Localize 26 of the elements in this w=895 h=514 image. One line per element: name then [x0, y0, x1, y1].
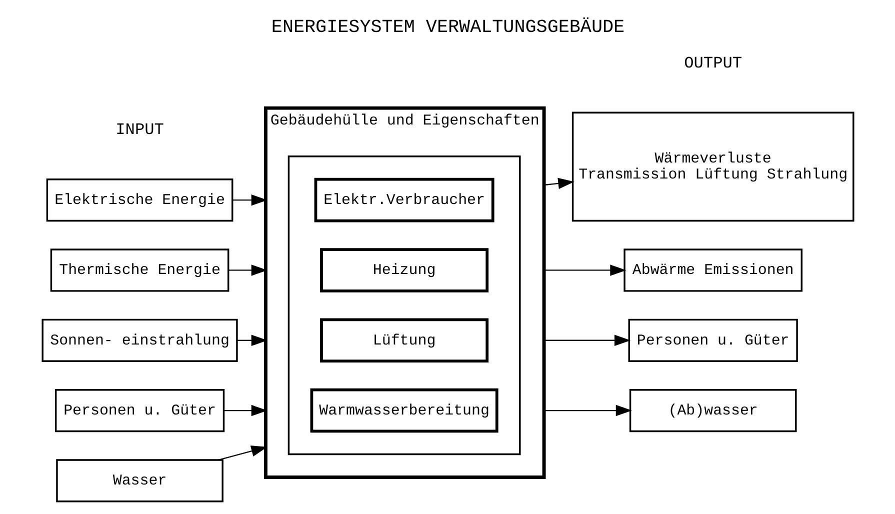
diagram-title: ENERGIESYSTEM VERWALTUNGSGEBÄUDE — [270, 16, 624, 38]
label: OUTPUT — [684, 54, 742, 72]
arrow — [544, 334, 630, 346]
arrow — [218, 446, 267, 460]
node-box: Sonnen- einstrahlung — [41, 318, 238, 362]
arrow — [544, 264, 626, 276]
node-box: Thermische Energie — [50, 248, 229, 292]
node-box: Elektrische Energie — [46, 178, 233, 222]
arrow — [544, 404, 632, 416]
node-box: (Ab)wasser — [628, 388, 796, 432]
node-box: Abwärme Emissionen — [623, 248, 802, 292]
arrow — [236, 334, 267, 346]
label: INPUT — [115, 121, 164, 140]
arrow — [543, 178, 574, 190]
arrow — [228, 264, 267, 276]
node-box: Lüftung — [320, 318, 488, 363]
arrow — [223, 404, 267, 416]
cluster — [287, 156, 520, 456]
node-box: Wasser — [56, 459, 223, 502]
node-box: Elektr.Verbraucher — [314, 178, 494, 222]
node-box: Wärmeverluste Transmission Lüftung Strahlung — [571, 112, 854, 222]
node-box: Personen u. Güter — [54, 388, 224, 432]
node-box: Warmwasserbereitung — [310, 388, 498, 433]
arrow — [232, 194, 267, 206]
node-box: Heizung — [320, 248, 488, 292]
node-box: Personen u. Güter — [628, 318, 798, 362]
